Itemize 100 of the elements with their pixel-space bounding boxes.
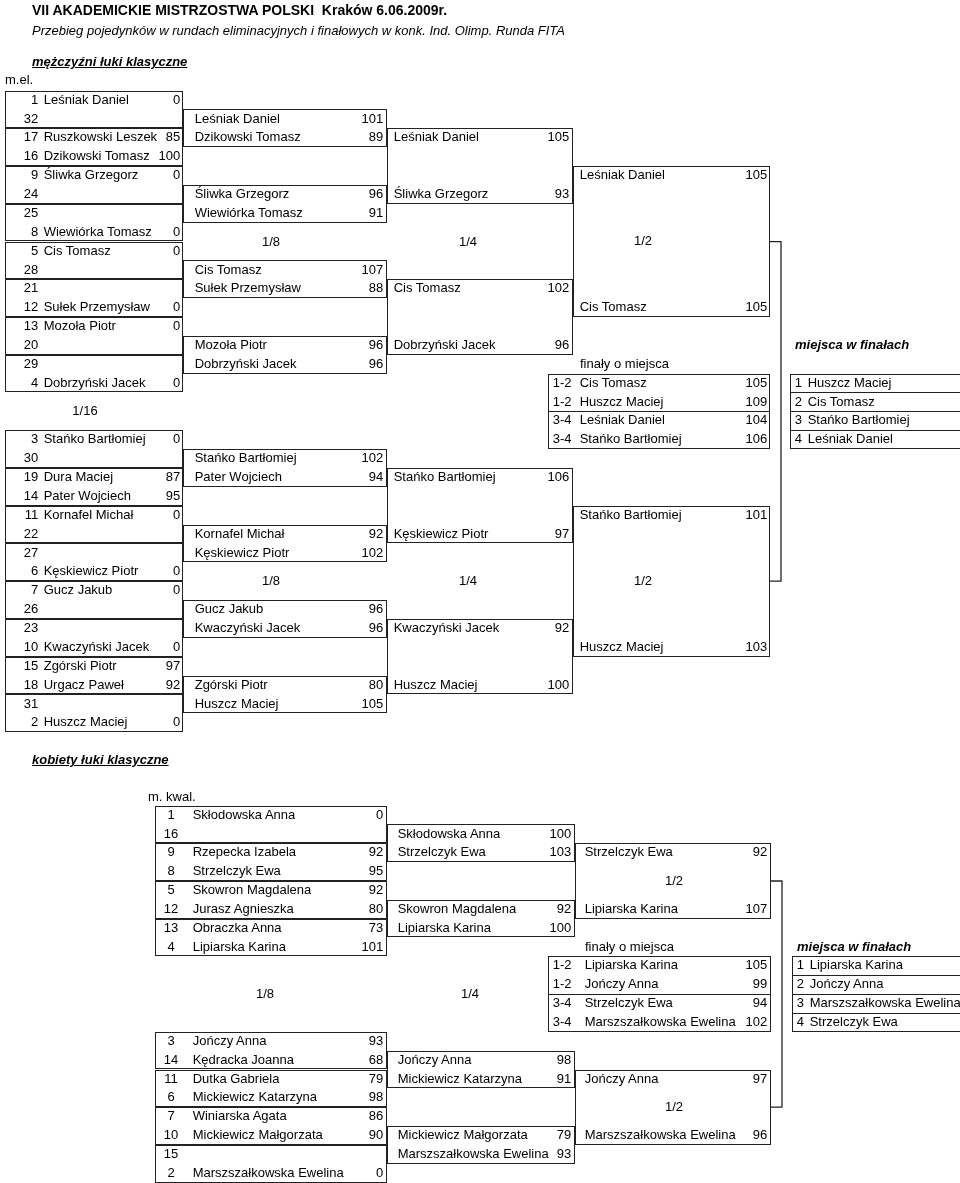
seed-number: 7 bbox=[167, 1108, 175, 1125]
archer-name: Mickiewicz Małgorzata bbox=[192, 1127, 323, 1144]
score: 96 bbox=[752, 1127, 768, 1144]
archer-name: Kęskiewicz Piotr bbox=[43, 563, 139, 580]
place-label: 2 bbox=[794, 393, 802, 410]
score: 106 bbox=[745, 431, 768, 448]
score: 85 bbox=[165, 129, 181, 146]
archer-name: Kwaczyński Jacek bbox=[194, 620, 301, 637]
archer-name: Mickiewicz Katarzyna bbox=[192, 1089, 317, 1106]
archer-name: Leśniak Daniel bbox=[579, 167, 665, 184]
archer-name: Marszszałkowska Ewelina bbox=[584, 1127, 736, 1144]
match-box bbox=[5, 694, 183, 733]
archer-name: Wiewiórka Tomasz bbox=[194, 204, 303, 221]
match-box bbox=[183, 109, 387, 148]
seed-number: 7 bbox=[31, 582, 39, 599]
match-box bbox=[575, 843, 771, 919]
archer-name: Dzikowski Tomasz bbox=[194, 129, 301, 146]
score: 90 bbox=[368, 1127, 384, 1144]
archer-name: Huszcz Maciej bbox=[194, 695, 279, 712]
score: 105 bbox=[745, 299, 768, 316]
round-label: 1/8 bbox=[255, 986, 275, 1003]
archer-name: Pater Wojciech bbox=[194, 469, 282, 486]
seed-number: 26 bbox=[23, 601, 39, 618]
seed-number: 18 bbox=[23, 676, 39, 693]
match-box bbox=[575, 1069, 771, 1145]
score: 93 bbox=[554, 186, 570, 203]
score: 96 bbox=[554, 337, 570, 353]
archer-name: Leśniak Daniel bbox=[579, 412, 665, 429]
archer-name: Zgórski Piotr bbox=[194, 676, 268, 693]
match-box bbox=[5, 317, 183, 355]
seed-number: 27 bbox=[23, 544, 39, 561]
score: 96 bbox=[368, 601, 384, 618]
archer-name: Ruszkowski Leszek bbox=[43, 129, 158, 146]
score: 0 bbox=[173, 91, 181, 108]
archer-name: Dobrzyński Jacek bbox=[393, 337, 496, 353]
match-box bbox=[183, 260, 387, 299]
archer-name: Kornafel Michał bbox=[43, 506, 134, 523]
archer-name: Jończy Anna bbox=[192, 1032, 267, 1049]
score: 105 bbox=[547, 129, 570, 146]
score: 95 bbox=[165, 487, 181, 504]
round-label: 1/4 bbox=[460, 986, 480, 1003]
seed-number: 4 bbox=[31, 374, 39, 391]
place-label: 1 bbox=[794, 374, 802, 391]
seed-number: 13 bbox=[163, 919, 179, 936]
place-label: 1 bbox=[796, 957, 804, 974]
score: 92 bbox=[165, 676, 181, 693]
score: 0 bbox=[173, 582, 181, 599]
match-box bbox=[155, 805, 387, 844]
score: 105 bbox=[361, 695, 384, 712]
score: 105 bbox=[745, 167, 768, 184]
seed-number: 3 bbox=[167, 1032, 175, 1049]
finals-box bbox=[548, 373, 770, 450]
match-box bbox=[5, 166, 183, 204]
archer-name: Skowron Magdalena bbox=[192, 882, 312, 899]
archer-name: Sułek Przemysław bbox=[43, 299, 150, 316]
score: 107 bbox=[361, 261, 384, 278]
match-box bbox=[5, 430, 183, 468]
ranking-box bbox=[790, 373, 960, 450]
score: 0 bbox=[173, 714, 181, 731]
round-label: 1/8 bbox=[261, 573, 281, 590]
place-label: 1-2 bbox=[552, 957, 572, 974]
archer-name: Huszcz Maciej bbox=[579, 393, 664, 410]
round-label: 1/8 bbox=[261, 233, 281, 250]
score: 100 bbox=[158, 148, 181, 165]
score: 0 bbox=[173, 563, 181, 580]
match-box bbox=[5, 581, 183, 619]
archer-name: Rzepecka Izabela bbox=[192, 844, 297, 861]
score: 96 bbox=[368, 186, 384, 203]
score: 96 bbox=[368, 620, 384, 637]
archer-name: Lipiarska Karina bbox=[397, 919, 491, 936]
score: 103 bbox=[745, 638, 768, 655]
score: 101 bbox=[361, 110, 384, 127]
seed-number: 9 bbox=[167, 844, 175, 861]
subtitle: Przebieg pojedynków w rundach eliminacyjnych i finałowych w konk. Ind. Olimp. Runda FITA bbox=[32, 23, 565, 39]
score: 0 bbox=[376, 1164, 384, 1181]
score: 101 bbox=[745, 506, 768, 523]
archer-name: Lipiarska Karina bbox=[192, 938, 286, 955]
score: 93 bbox=[556, 1146, 572, 1162]
score: 93 bbox=[368, 1032, 384, 1049]
seed-number: 13 bbox=[23, 318, 39, 335]
score: 109 bbox=[745, 393, 768, 410]
match-box bbox=[183, 675, 387, 714]
match-box bbox=[387, 279, 573, 355]
archer-name: Cis Tomasz bbox=[579, 299, 647, 316]
match-box bbox=[155, 918, 387, 957]
score: 103 bbox=[549, 844, 572, 861]
seed-number: 14 bbox=[23, 487, 39, 504]
score: 92 bbox=[554, 620, 570, 637]
archer-name: Cis Tomasz bbox=[393, 280, 461, 297]
score: 97 bbox=[165, 657, 181, 674]
archer-name: Mickiewicz Katarzyna bbox=[397, 1070, 522, 1087]
match-box bbox=[183, 524, 387, 563]
bracket-line bbox=[769, 240, 782, 582]
score: 102 bbox=[361, 450, 384, 467]
archer-name: Pater Wojciech bbox=[43, 487, 131, 504]
archer-name: Strzelczyk Ewa bbox=[584, 995, 673, 1012]
seed-number: 2 bbox=[167, 1164, 175, 1181]
place-label: 4 bbox=[796, 1014, 804, 1031]
score: 94 bbox=[752, 995, 768, 1012]
archer-name: Strzelczyk Ewa bbox=[397, 844, 486, 861]
